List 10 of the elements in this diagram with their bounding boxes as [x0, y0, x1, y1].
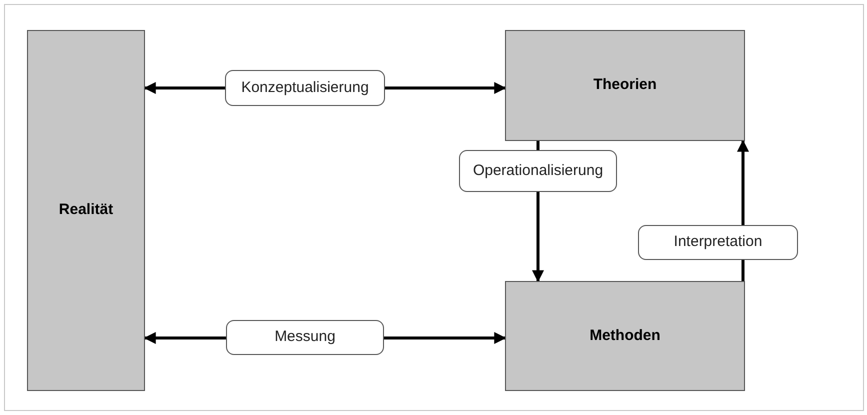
edge-label: Konzeptualisierung [225, 70, 385, 106]
edge-label: Messung [226, 320, 384, 355]
concept-box [505, 281, 745, 391]
edge-label: Operationalisierung [459, 150, 617, 192]
edge-label: Interpretation [638, 225, 798, 260]
box-title: Theorien [593, 75, 657, 96]
box-title: Realität [58, 200, 114, 220]
concept-box [27, 30, 145, 391]
concept-box [505, 30, 745, 141]
box-title: Methoden [590, 326, 660, 346]
